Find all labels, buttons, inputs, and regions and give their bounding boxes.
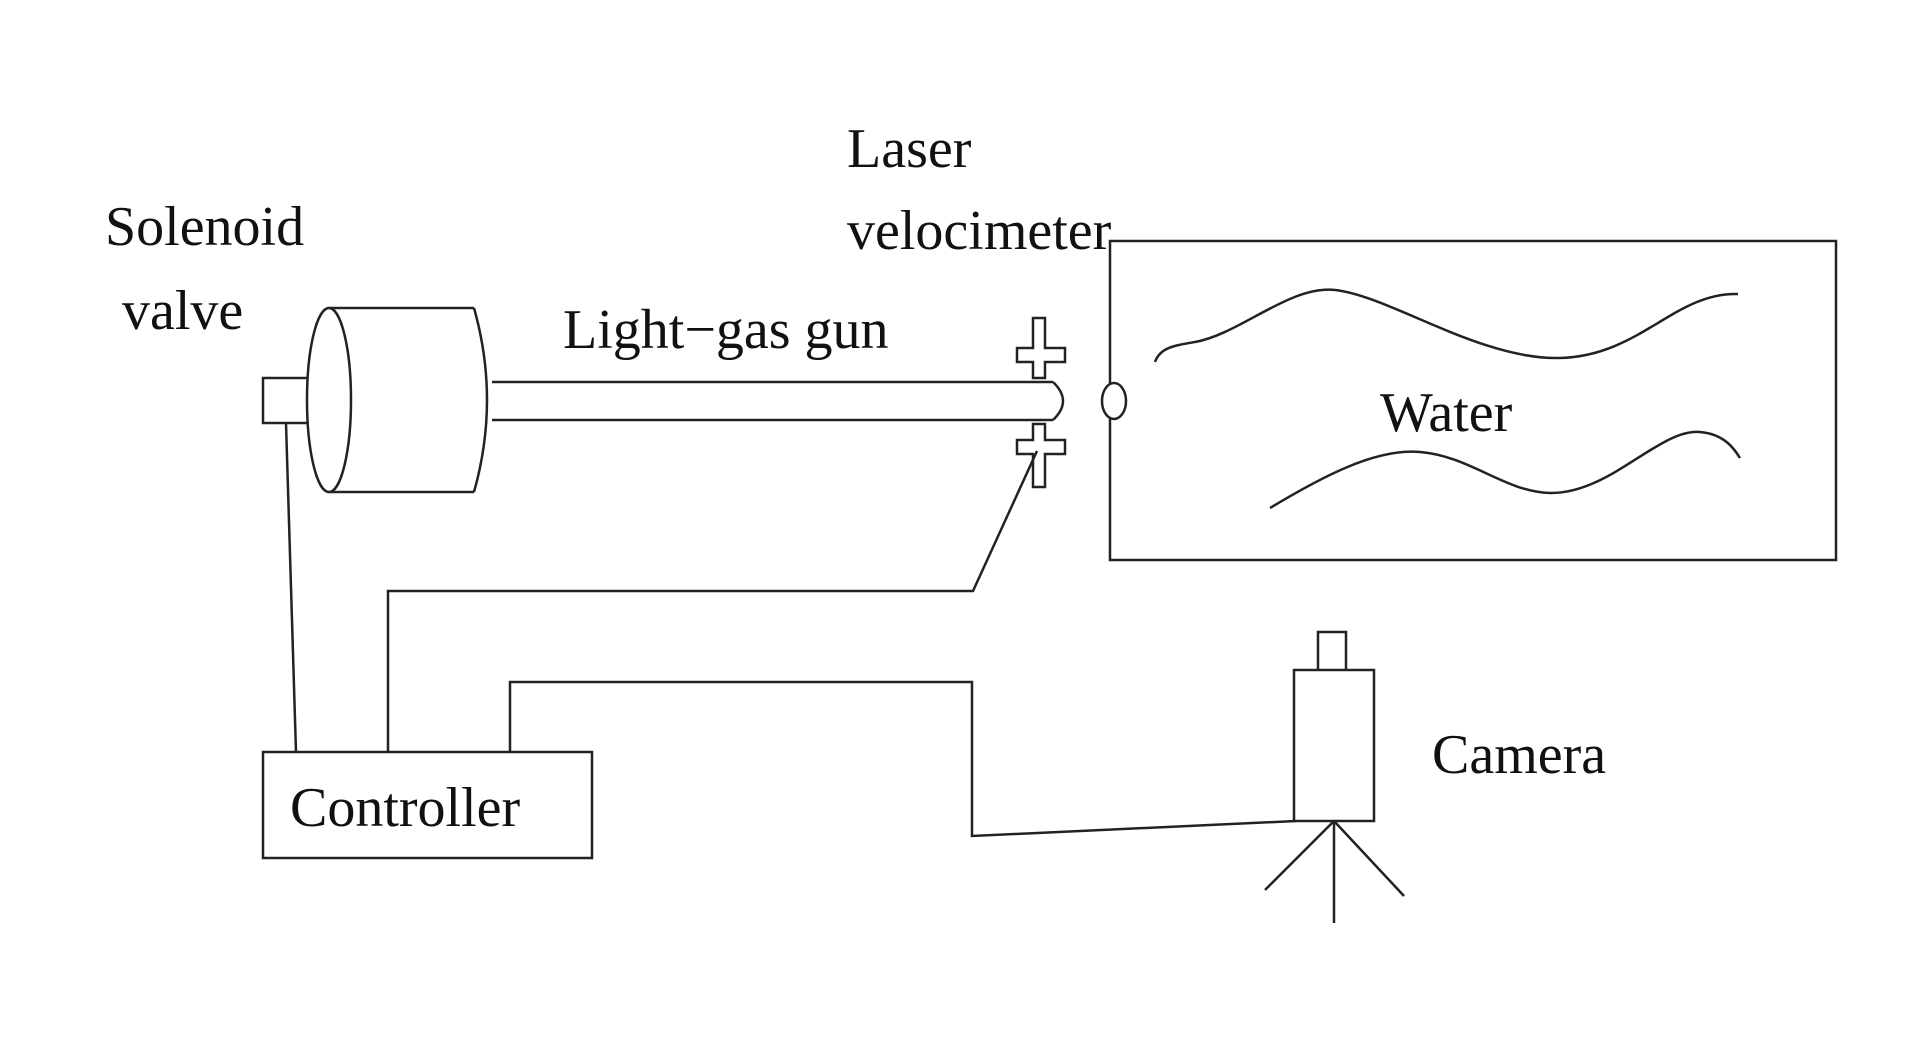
label-laser-velocimeter-line1: Laser bbox=[847, 118, 972, 180]
label-solenoid-valve-line2: valve bbox=[122, 280, 243, 342]
controller-box bbox=[261, 750, 594, 860]
label-controller: Controller bbox=[290, 777, 521, 839]
water-wave-upper bbox=[1153, 288, 1739, 363]
laser-sensor-upper bbox=[1015, 316, 1067, 380]
water-wave-lower bbox=[1269, 430, 1742, 510]
label-water: Water bbox=[1380, 382, 1513, 444]
wire-solenoid-controller bbox=[284, 422, 298, 753]
solenoid-valve-box bbox=[261, 376, 310, 425]
camera-tripod bbox=[1264, 820, 1405, 923]
label-camera: Camera bbox=[1432, 724, 1606, 786]
gun-barrel bbox=[492, 380, 1065, 422]
label-solenoid-valve-line1: Solenoid bbox=[105, 196, 304, 258]
laser-sensor-lower bbox=[1015, 422, 1067, 489]
wire-controller-camera bbox=[508, 680, 1297, 838]
camera-body bbox=[1292, 668, 1376, 823]
gas-reservoir-cylinder bbox=[305, 306, 489, 494]
tank-window bbox=[1100, 381, 1128, 421]
camera-lens bbox=[1316, 630, 1348, 673]
label-light-gas-gun: Light−gas gun bbox=[563, 299, 889, 361]
label-laser-velocimeter-line2: velocimeter bbox=[847, 200, 1112, 262]
wire-controller-velocimeter bbox=[386, 450, 1039, 752]
